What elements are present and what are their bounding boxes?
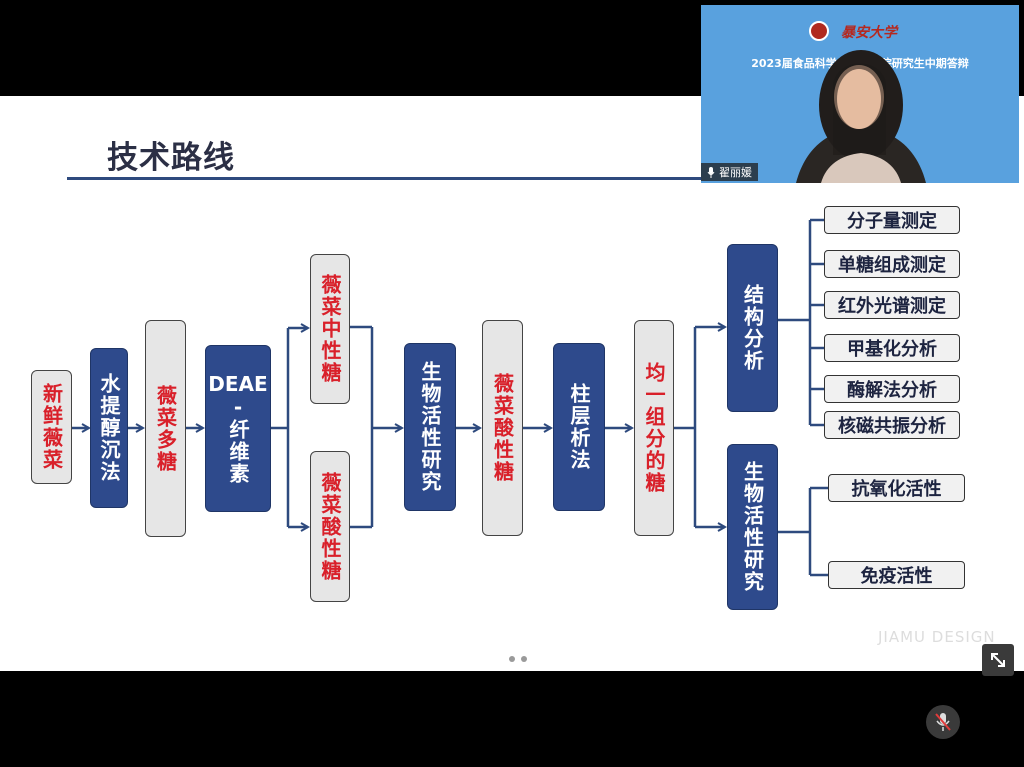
pager-dot[interactable]	[509, 656, 515, 662]
node-neutral-sugar: 薇菜中性糖	[310, 254, 350, 404]
node-acidic-sugar-2: 薇菜酸性糖	[482, 320, 523, 536]
expand-icon	[991, 653, 1005, 667]
activity-immune: 免疫活性	[828, 561, 965, 589]
method-enzymatic: 酶解法分析	[824, 375, 960, 403]
mic-off-icon	[935, 713, 951, 731]
mute-toggle-button[interactable]	[926, 705, 960, 739]
method-methylation: 甲基化分析	[824, 334, 960, 362]
deae-cellulose-label: 纤维素	[226, 418, 250, 485]
activity-antioxidant: 抗氧化活性	[828, 474, 965, 502]
university-logo	[809, 21, 829, 41]
deae-label: DEAE	[208, 371, 268, 396]
node-structure-analysis: 结构分析	[727, 244, 778, 412]
node-bioactivity-study: 生物活性研究	[404, 343, 456, 511]
node-acidic-sugar-1: 薇菜酸性糖	[310, 451, 350, 602]
node-deae-cellulose: DEAE - 纤维素	[205, 345, 271, 512]
expand-button[interactable]	[982, 644, 1014, 676]
deae-dash: -	[233, 394, 243, 419]
method-molecular-weight: 分子量测定	[824, 206, 960, 234]
speaker-name: 翟丽媛	[719, 166, 752, 179]
slide-title: 技术路线	[107, 140, 235, 176]
title-underline	[67, 177, 715, 180]
method-monosaccharide: 单糖组成测定	[824, 250, 960, 278]
speaker-name-tag: 翟丽媛	[701, 163, 758, 181]
method-nmr: 核磁共振分析	[824, 411, 960, 439]
node-bioactivity-study-2: 生物活性研究	[727, 444, 778, 610]
mic-icon	[707, 166, 715, 178]
pager-dot[interactable]	[521, 656, 527, 662]
speaker-figure	[796, 50, 926, 183]
node-fresh: 新鲜薇菜	[31, 370, 72, 484]
slide-watermark: JIAMU DESIGN	[878, 628, 996, 646]
node-water-extraction: 水提醇沉法	[90, 348, 128, 508]
method-infrared: 红外光谱测定	[824, 291, 960, 319]
university-name: 暴安大学	[841, 25, 897, 41]
slide-pager[interactable]	[509, 656, 527, 662]
node-column-chromatography: 柱层析法	[553, 343, 605, 511]
node-homogeneous-sugar: 均一组分的糖	[634, 320, 674, 536]
node-polysaccharide: 薇菜多糖	[145, 320, 186, 537]
speaker-video[interactable]: 暴安大学 2023届食品科学与工程学院研究生中期答辩 翟丽媛	[701, 5, 1019, 183]
